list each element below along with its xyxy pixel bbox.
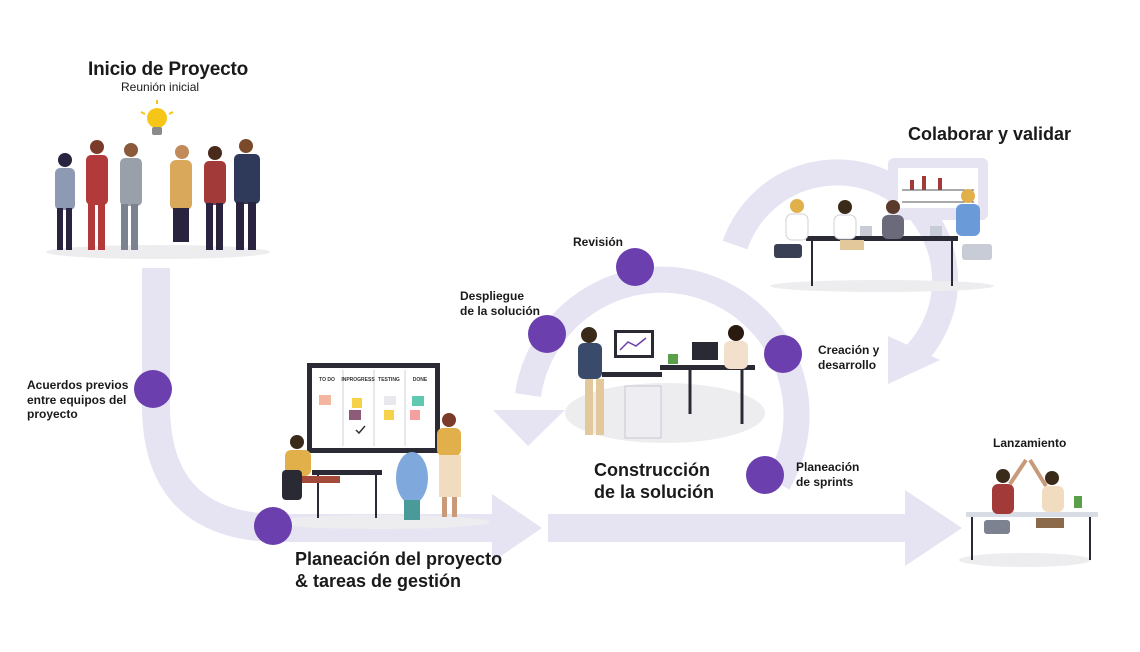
acuerdos-label: Acuerdos previos entre equipos del proye… xyxy=(27,378,129,422)
planeacion-label: Planeación del proyecto & tareas de gest… xyxy=(295,549,503,591)
node-acuerdos xyxy=(134,370,172,408)
launch-celebration-illustration xyxy=(959,458,1098,567)
node-planeacion xyxy=(254,507,292,545)
node-sprints xyxy=(746,456,784,494)
node-creacion xyxy=(764,335,802,373)
team-meeting-illustration xyxy=(46,100,270,259)
node-revision xyxy=(616,248,654,286)
lanzamiento-label: Lanzamiento xyxy=(993,436,1067,450)
sprints-label: Planeación de sprints xyxy=(796,460,860,489)
inicio-title: Inicio de Proyecto xyxy=(88,59,249,80)
revision-label: Revisión xyxy=(573,235,624,249)
lightbulb-icon xyxy=(140,100,174,135)
milestone-nodes xyxy=(134,248,802,545)
kanban-column-inprogress: INPROGRESS xyxy=(341,377,375,383)
despliegue-label: Despliegue de la solución xyxy=(460,289,541,318)
kanban-column-todo: TO DO xyxy=(319,377,335,383)
node-despliegue xyxy=(528,315,566,353)
colaborar-label: Colaborar y validar xyxy=(908,124,1072,144)
development-desk-illustration xyxy=(565,325,765,443)
collaboration-meeting-illustration xyxy=(770,158,994,292)
kanban-column-done: DONE xyxy=(413,377,428,383)
inicio-subtitle: Reunión inicial xyxy=(121,80,200,94)
kanban-column-testing: TESTING xyxy=(378,377,400,383)
creacion-label: Creación y desarrollo xyxy=(818,343,880,372)
kanban-planning-illustration: TO DO INPROGRESS TESTING DONE xyxy=(270,363,490,529)
construccion-label: Construcción de la solución xyxy=(594,460,715,502)
flow-arrowheads xyxy=(492,336,962,566)
